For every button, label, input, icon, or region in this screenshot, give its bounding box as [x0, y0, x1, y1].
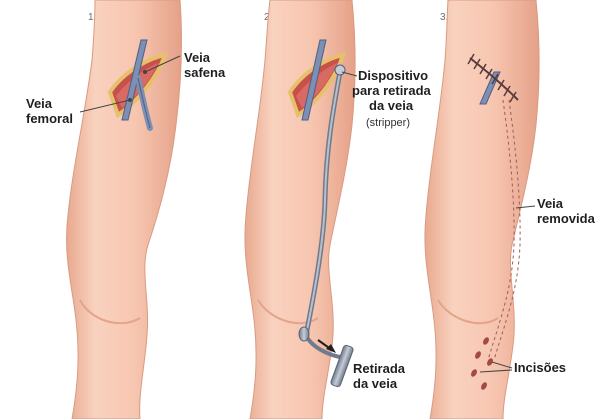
incisions-leader-2: [479, 369, 513, 373]
label-saphenous-line1: Veia: [184, 50, 211, 65]
label-removal-line1: Retirada: [353, 361, 406, 376]
label-incisions: Incisões: [514, 360, 566, 375]
stripper-handle: [330, 344, 354, 388]
leg-3: [424, 0, 540, 419]
knee-shadow-3: [437, 299, 499, 325]
label-removed-line1: Veia: [537, 196, 564, 211]
small-incisions: [471, 337, 493, 390]
sutures: [467, 53, 517, 103]
label-device-line3: da veia: [369, 98, 414, 113]
label-removal-line2: da veia: [353, 376, 398, 391]
removed-leader-line: [515, 205, 536, 209]
label-device-note: (stripper): [366, 117, 410, 129]
saphenous-leader-line: [144, 55, 181, 73]
removed-vein-path-b: [493, 99, 521, 361]
label-device-line2: para retirada: [352, 83, 432, 98]
label-saphenous-line2: safena: [184, 65, 226, 80]
stripper-tip: [334, 64, 346, 76]
device-leader-line: [341, 71, 358, 77]
knee-shadow-1: [79, 299, 141, 325]
knee-shadow-2: [257, 299, 319, 325]
panel-1-number: 1.: [88, 12, 96, 23]
femoral-leader-line: [79, 99, 131, 113]
femoral-vein-2: [301, 39, 327, 121]
panel-1: 1. Veia safena Veia femoral: [26, 0, 226, 419]
label-femoral-line1: Veia: [26, 96, 53, 111]
panel-3-number: 3.: [440, 12, 448, 23]
label-removed-line2: removida: [537, 211, 596, 226]
panel-3: 3. Veia removida: [424, 0, 596, 419]
removed-vein-path-a: [487, 99, 515, 361]
label-femoral-line2: femoral: [26, 111, 73, 126]
label-device-line1: Dispositivo: [358, 68, 428, 83]
panel-2: 2. Dispositivo para retirada da veia (st…: [244, 0, 432, 419]
incisions-leader-1: [491, 361, 513, 369]
